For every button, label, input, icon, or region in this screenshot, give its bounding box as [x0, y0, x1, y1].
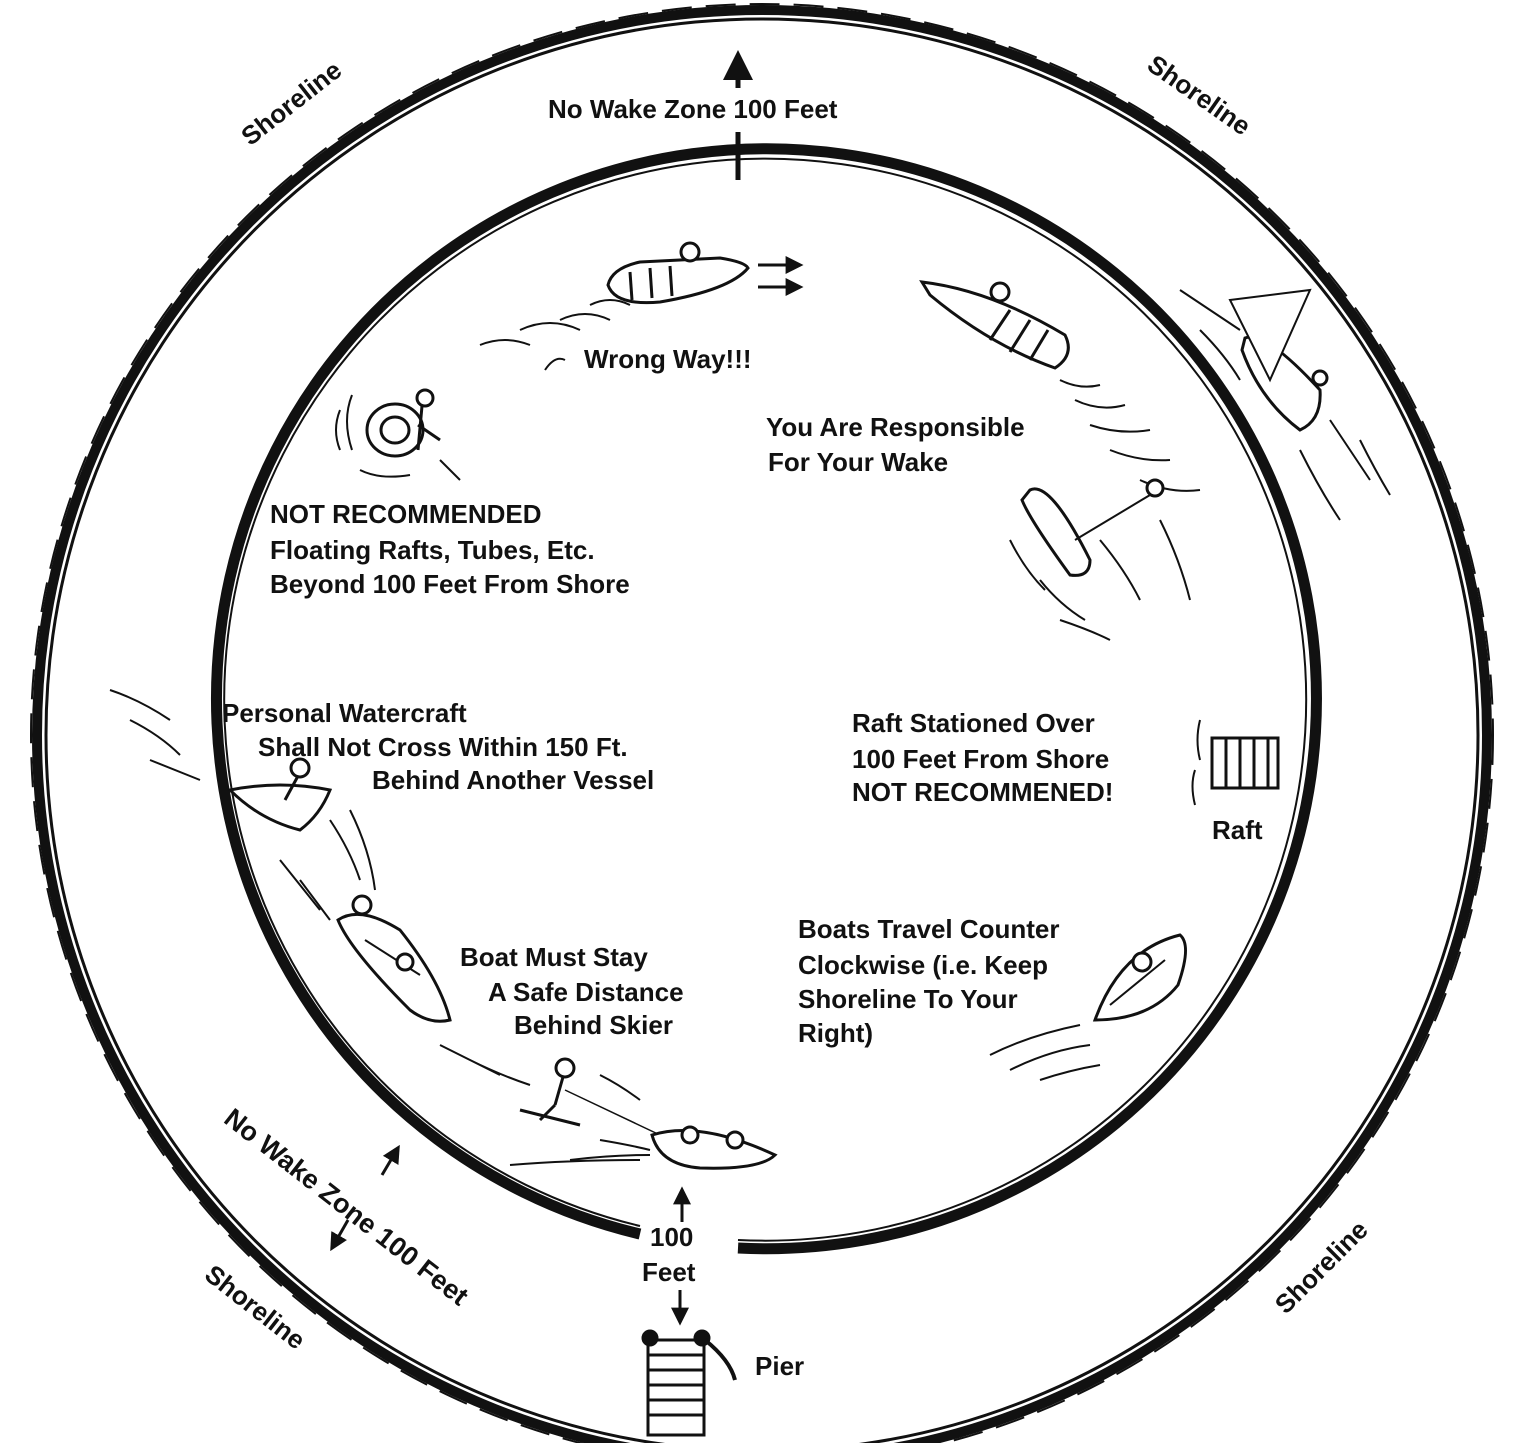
wake-responsibility-line-2: For Your Wake	[768, 445, 948, 479]
pwc-rule-line-3: Behind Another Vessel	[372, 763, 654, 797]
rafts-warning-line-1: NOT RECOMMENDED	[270, 497, 542, 531]
raft-warning-line-3: NOT RECOMMENED!	[852, 775, 1113, 809]
feet-label: Feet	[642, 1255, 695, 1289]
skier-rule-line-3: Behind Skier	[514, 1008, 673, 1042]
pwc-rule-line-2: Shall Not Cross Within 150 Ft.	[258, 730, 628, 764]
no-wake-label-top: No Wake Zone 100 Feet	[548, 92, 837, 126]
ccw-rule-line-2: Clockwise (i.e. Keep	[798, 948, 1048, 982]
raft-warning-line-1: Raft Stationed Over	[852, 706, 1095, 740]
raft-label: Raft	[1212, 813, 1263, 847]
ccw-rule-line-4: Right)	[798, 1016, 873, 1050]
raft-warning-line-2: 100 Feet From Shore	[852, 742, 1109, 776]
wrong-way-label: Wrong Way!!!	[584, 342, 752, 376]
tube-swimmer-icon	[336, 390, 460, 480]
rafts-warning-line-3: Beyond 100 Feet From Shore	[270, 567, 630, 601]
rafts-warning-line-2: Floating Rafts, Tubes, Etc.	[270, 533, 595, 567]
pwc-rule-line-1: Personal Watercraft	[222, 696, 467, 730]
ccw-rule-line-3: Shoreline To Your	[798, 982, 1018, 1016]
pier-label: Pier	[755, 1349, 804, 1383]
skier-rule-line-1: Boat Must Stay	[460, 940, 648, 974]
water-skier-icon	[440, 1045, 660, 1135]
tow-boat-icon	[510, 1127, 775, 1168]
wake-responsibility-line-1: You Are Responsible	[766, 410, 1025, 444]
wake-boat-icon	[1010, 480, 1190, 640]
ccw-rule-line-1: Boats Travel Counter	[798, 912, 1060, 946]
raft-icon	[1193, 720, 1279, 805]
skier-rule-line-2: A Safe Distance	[488, 975, 684, 1009]
hundred-label: 100	[650, 1220, 693, 1254]
pier-icon	[643, 1331, 735, 1435]
